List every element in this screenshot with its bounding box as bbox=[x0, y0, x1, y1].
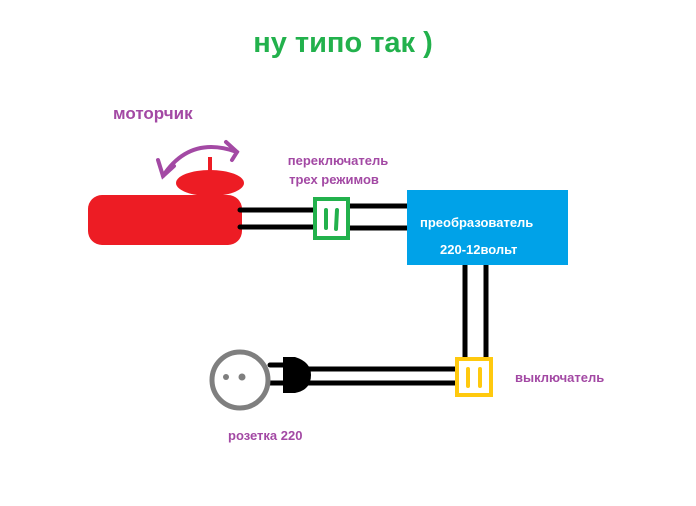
converter-label-line1: преобразователь bbox=[420, 215, 533, 230]
mode-switch-icon bbox=[313, 197, 350, 240]
motor-wires bbox=[237, 203, 410, 231]
power-switch-label: выключатель bbox=[515, 370, 604, 385]
plug-icon bbox=[267, 357, 311, 393]
motor-label: моторчик bbox=[113, 104, 193, 123]
socket-label: розетка 220 bbox=[228, 428, 302, 443]
motor-icon bbox=[88, 157, 244, 245]
converter-label-line2: 220-12вольт bbox=[440, 242, 517, 257]
mode-switch-label-line2: трех режимов bbox=[289, 172, 379, 187]
power-switch-icon bbox=[455, 357, 493, 397]
socket-icon bbox=[209, 349, 271, 411]
rotation-arrow-icon bbox=[156, 140, 240, 180]
mode-switch-label-line1: переключатель bbox=[288, 153, 388, 168]
converter-box: преобразователь 220-12вольт bbox=[407, 190, 568, 265]
diagram-title: ну типо так ) bbox=[253, 27, 433, 59]
converter-wires bbox=[308, 265, 489, 386]
